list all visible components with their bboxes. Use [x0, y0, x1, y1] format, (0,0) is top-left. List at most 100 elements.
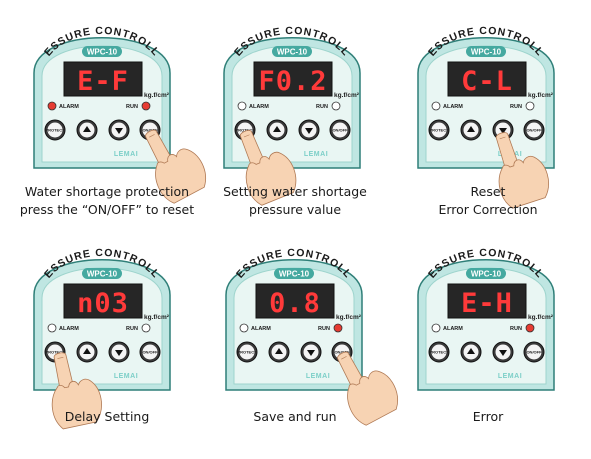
up-arrow-icon: [275, 348, 283, 354]
maker-label: LEMAI: [304, 151, 328, 158]
lcd-screen: [63, 283, 143, 319]
on-off-label: ON/OFF: [526, 128, 542, 133]
maker-label: LEMAI: [498, 373, 522, 380]
alarm-led: [431, 101, 441, 111]
run-led: [525, 101, 535, 111]
lcd-readout: E-F: [77, 66, 129, 97]
unit-label: kg.f/cm²: [334, 92, 360, 99]
up-arrow-icon: [83, 126, 91, 132]
on-off-button[interactable]: ON/OFF: [523, 119, 545, 141]
up-button[interactable]: [76, 341, 98, 363]
lcd-screen: [255, 283, 335, 319]
up-button[interactable]: [76, 119, 98, 141]
protect-label: PROTECT: [429, 128, 449, 133]
run-label: RUN: [318, 326, 330, 332]
model-badge: [466, 46, 506, 57]
caption-line: Error Correction: [438, 202, 538, 217]
alarm-led: [431, 323, 441, 333]
on-off-label: ON/OFF: [526, 350, 542, 355]
unit-label: kg.f/cm²: [528, 314, 554, 321]
alarm-led: [237, 101, 247, 111]
alarm-label: ALARM: [443, 104, 463, 110]
model-badge: [82, 268, 122, 279]
on-off-label: ON/OFF: [142, 128, 158, 133]
protect-button[interactable]: PROTECT: [44, 119, 66, 141]
run-label: RUN: [510, 326, 522, 332]
unit-label: kg.f/cm²: [144, 92, 170, 99]
pointing-hand-icon: [240, 129, 297, 206]
on-off-label: ON/OFF: [332, 128, 348, 133]
run-label: RUN: [126, 104, 138, 110]
unit-label: kg.f/cm²: [336, 314, 362, 321]
lcd-readout: n03: [77, 288, 129, 319]
down-button[interactable]: [298, 119, 320, 141]
alarm-label: ALARM: [251, 326, 271, 332]
lcd-screen: [447, 61, 527, 97]
run-led: [331, 101, 341, 111]
on-off-button[interactable]: ON/OFF: [139, 341, 161, 363]
caption-line: Delay Setting: [64, 409, 150, 424]
down-arrow-icon: [115, 350, 123, 356]
alarm-led: [47, 101, 57, 111]
down-arrow-icon: [307, 350, 315, 356]
run-led: [141, 323, 151, 333]
caption-line: Error: [472, 409, 504, 424]
down-button[interactable]: [492, 341, 514, 363]
pointing-hand-icon: [145, 129, 206, 204]
up-arrow-icon: [467, 126, 475, 132]
protect-button[interactable]: PROTECT: [428, 341, 450, 363]
alarm-label: ALARM: [59, 326, 79, 332]
down-button[interactable]: [108, 119, 130, 141]
down-arrow-icon: [115, 128, 123, 134]
up-button[interactable]: [268, 341, 290, 363]
instruction-caption: Save and run: [200, 408, 390, 426]
lcd-screen: [447, 283, 527, 319]
up-button[interactable]: [266, 119, 288, 141]
protect-label: PROTECT: [235, 128, 255, 133]
caption-line: pressure value: [248, 202, 342, 217]
protect-button[interactable]: PROTECT: [236, 341, 258, 363]
model-badge: [274, 268, 314, 279]
caption-line: Water shortage protection: [24, 184, 190, 199]
model-label: WPC-10: [87, 48, 118, 57]
lcd-readout: F0.2: [258, 66, 327, 97]
down-arrow-icon: [499, 128, 507, 134]
down-button[interactable]: [300, 341, 322, 363]
model-label: WPC-10: [277, 48, 308, 57]
alarm-led: [47, 323, 57, 333]
run-led: [525, 323, 535, 333]
up-button[interactable]: [460, 341, 482, 363]
pointing-hand-icon: [51, 352, 102, 430]
protect-label: PROTECT: [429, 350, 449, 355]
protect-button[interactable]: PROTECT: [428, 119, 450, 141]
on-off-button[interactable]: ON/OFF: [523, 341, 545, 363]
lcd-readout: E-H: [461, 288, 513, 319]
instruction-caption: Delay Setting: [12, 408, 202, 426]
run-label: RUN: [316, 104, 328, 110]
on-off-label: ON/OFF: [334, 350, 350, 355]
lcd-screen: [63, 61, 143, 97]
model-badge: [466, 268, 506, 279]
lcd-screen: [253, 61, 333, 97]
down-arrow-icon: [305, 128, 313, 134]
alarm-led: [239, 323, 249, 333]
run-led: [141, 101, 151, 111]
up-arrow-icon: [273, 126, 281, 132]
alarm-label: ALARM: [249, 104, 269, 110]
caption-line: Save and run: [253, 409, 337, 424]
instruction-caption: Setting water shortage pressure value: [200, 183, 390, 219]
caption-line: Setting water shortage: [223, 184, 367, 199]
up-button[interactable]: [460, 119, 482, 141]
up-arrow-icon: [467, 348, 475, 354]
on-off-button[interactable]: ON/OFF: [329, 119, 351, 141]
model-badge: [82, 46, 122, 57]
caption-line: press the “ON/OFF” to reset: [19, 202, 195, 217]
alarm-label: ALARM: [443, 326, 463, 332]
maker-label: LEMAI: [114, 151, 138, 158]
down-button[interactable]: [108, 341, 130, 363]
protect-label: PROTECT: [45, 128, 65, 133]
